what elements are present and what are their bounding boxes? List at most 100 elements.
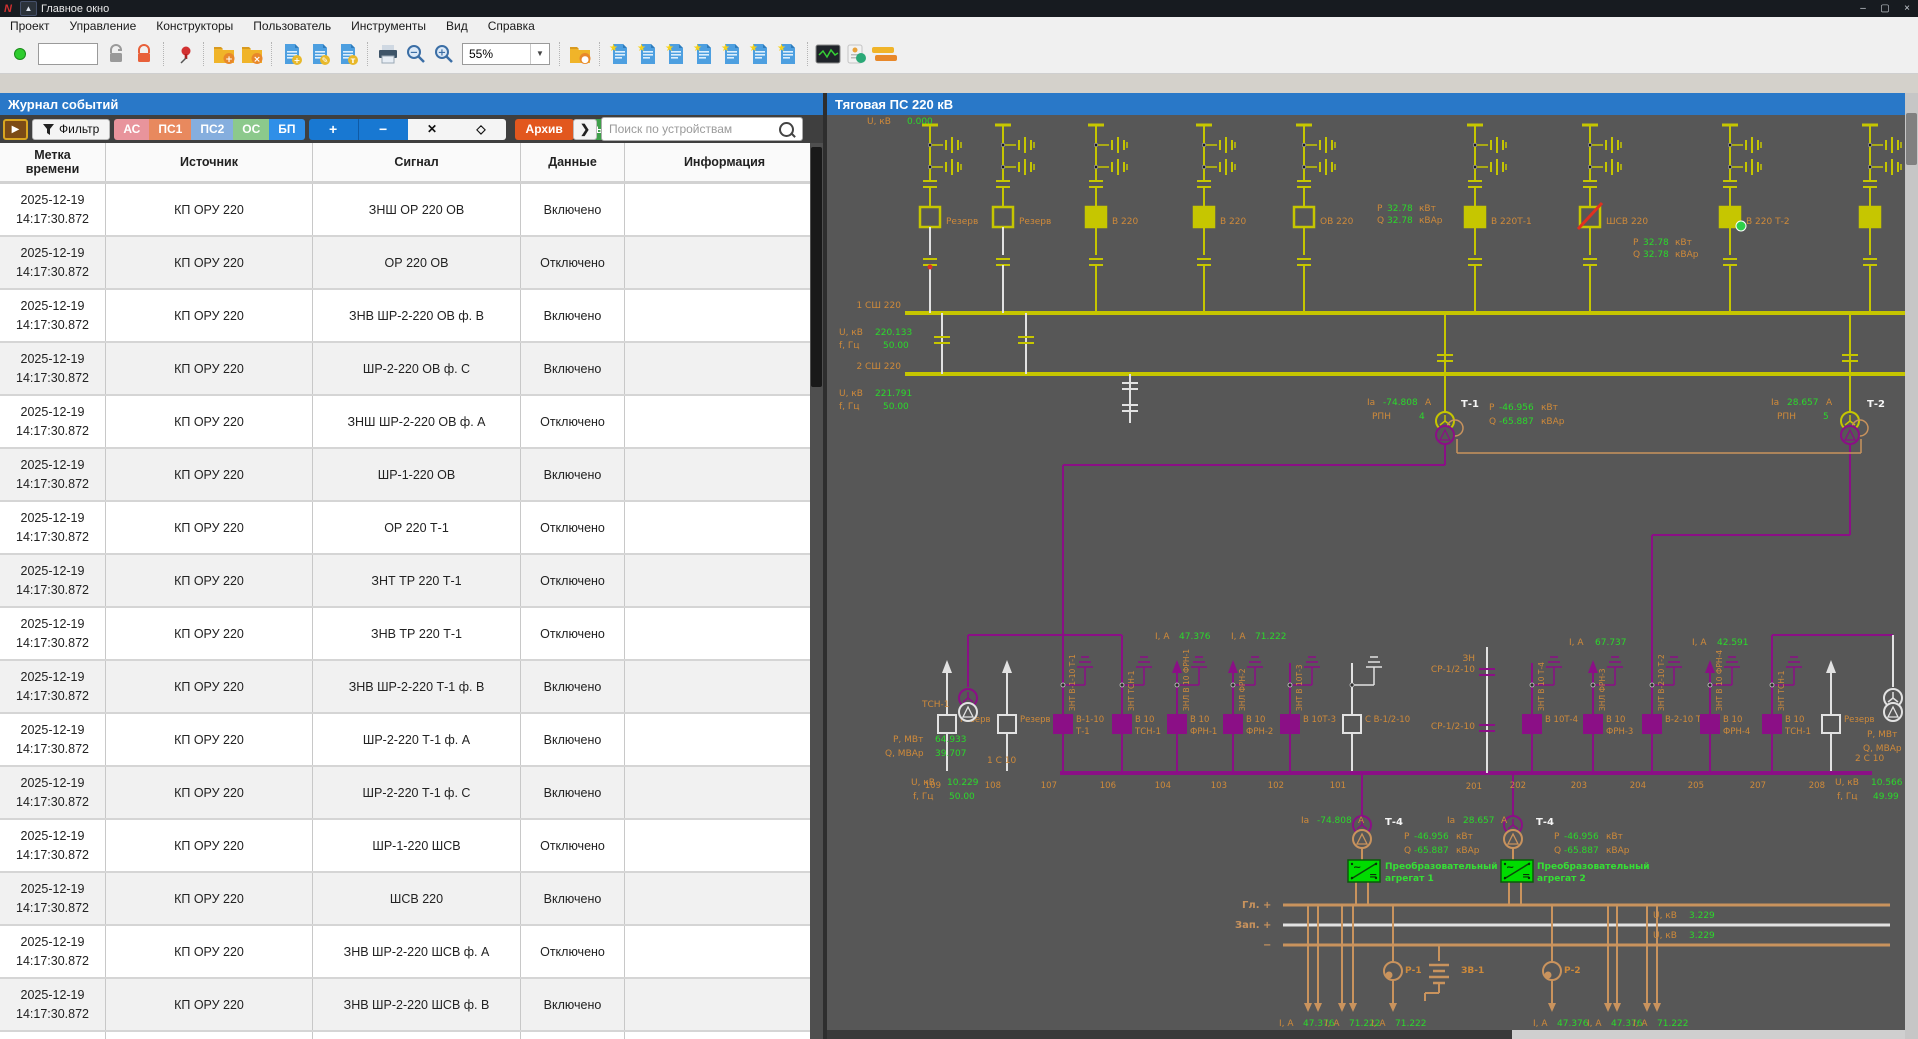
archive-button[interactable]: Архив <box>514 118 574 140</box>
report-table-icon[interactable]: ★ <box>691 41 717 67</box>
schematic-label: кВт <box>1419 204 1436 214</box>
category-filter-БП[interactable]: БП <box>269 118 305 140</box>
bars-icon[interactable] <box>871 41 897 67</box>
data-cell: Отключено <box>520 236 625 290</box>
report-list-icon[interactable]: ★ <box>635 41 661 67</box>
schematic-hscrollbar[interactable] <box>827 1030 1905 1039</box>
svg-text:С В-1/2-10: С В-1/2-10 <box>1365 715 1410 725</box>
column-header-5[interactable]: Информация <box>624 143 810 184</box>
column-header-4[interactable]: Данные <box>520 143 625 184</box>
menu-item-4[interactable]: Пользователь <box>253 18 332 33</box>
address-field[interactable] <box>38 42 98 65</box>
event-log-scrollbar[interactable] <box>810 143 823 1039</box>
chevron-down-icon[interactable]: ▼ <box>530 43 549 64</box>
folder-view-icon[interactable]: ● <box>567 41 593 67</box>
vscrollbar-thumb[interactable] <box>1906 113 1917 165</box>
window-title: Главное окно <box>41 2 110 15</box>
doc-add-icon[interactable]: + <box>279 41 305 67</box>
svg-text:103: 103 <box>1211 781 1227 791</box>
expand-search-button[interactable]: ❯ <box>573 118 597 140</box>
category-filter-ПС2[interactable]: ПС2 <box>191 118 234 140</box>
source-cell: КП ОРУ 220 <box>105 554 313 608</box>
report-box-icon[interactable]: ★ <box>775 41 801 67</box>
play-button[interactable]: ▶ <box>3 118 28 140</box>
menu-item-6[interactable]: Вид <box>446 18 468 33</box>
doc-delete-icon[interactable]: т <box>335 41 361 67</box>
folder-close-icon[interactable]: × <box>239 41 265 67</box>
search-icon[interactable] <box>779 121 794 137</box>
menu-item-2[interactable]: Управление <box>69 18 137 33</box>
window-vscrollbar[interactable] <box>1905 93 1918 1039</box>
column-header-2[interactable]: Источник <box>105 143 313 184</box>
close-button[interactable]: × <box>1904 3 1910 14</box>
bay-label: В 220 <box>1112 217 1138 227</box>
pin-icon[interactable] <box>171 41 197 67</box>
category-filter-ОС[interactable]: ОС <box>233 118 270 140</box>
zoom-out-icon[interactable]: − <box>403 41 429 67</box>
tag-filter-button[interactable]: ◇ <box>456 118 506 140</box>
schematic-label: f, Гц <box>839 341 860 351</box>
hscrollbar-thumb[interactable] <box>1512 1030 1905 1039</box>
clear-filter-button[interactable]: ✕ <box>407 118 457 140</box>
menu-item-7[interactable]: Справка <box>487 18 535 33</box>
menu-item-5[interactable]: Инструменты <box>351 18 426 33</box>
report-grid-icon[interactable]: ★ <box>719 41 745 67</box>
restore-up-icon[interactable]: ▲ <box>20 1 37 16</box>
lock-icon[interactable] <box>131 41 157 67</box>
schematic-label: 50.00 <box>883 402 909 412</box>
scrollbar-thumb[interactable] <box>811 147 822 387</box>
search-input[interactable] <box>602 121 779 137</box>
menu-item-1[interactable]: Проект <box>10 18 50 33</box>
report-list2-icon[interactable]: ★ <box>747 41 773 67</box>
oscillogram-icon[interactable] <box>815 41 841 67</box>
bay-label: Резерв <box>1019 217 1051 227</box>
print-icon[interactable] <box>375 41 401 67</box>
svg-text:ЗНЛ ФРН-2: ЗНЛ ФРН-2 <box>1238 668 1247 711</box>
zoom-select[interactable]: 55%▼ <box>462 42 550 65</box>
menu-item-3[interactable]: Конструкторы <box>156 18 234 33</box>
add-filter-button[interactable]: + <box>308 118 358 140</box>
minimize-button[interactable]: – <box>1860 3 1866 14</box>
category-filter-ПС1[interactable]: ПС1 <box>149 118 192 140</box>
svg-text:ФРН-1: ФРН-1 <box>1190 727 1217 737</box>
doc-edit-icon[interactable]: ✎ <box>307 41 333 67</box>
info-cell <box>624 395 810 449</box>
remove-filter-button[interactable]: − <box>357 118 408 140</box>
info-cell <box>624 819 810 873</box>
column-header-3[interactable]: Сигнал <box>312 143 521 184</box>
category-filter-АС[interactable]: АС <box>114 118 150 140</box>
report-curve-icon[interactable]: ★ <box>607 41 633 67</box>
schematic-label: 4 <box>1419 412 1425 422</box>
schematic-label: Q, МВАр <box>1863 744 1902 754</box>
zoom-in-icon[interactable]: + <box>431 41 457 67</box>
schematic-label: 1 С 10 <box>987 756 1016 766</box>
filter-button[interactable]: Фильтр <box>32 118 111 140</box>
svg-text:★: ★ <box>749 43 758 54</box>
report-clock-icon[interactable]: ★ <box>663 41 689 67</box>
maximize-button[interactable]: ▢ <box>1880 3 1890 14</box>
schematic-label: 50.00 <box>949 792 975 802</box>
folder-add-icon[interactable]: + <box>211 41 237 67</box>
svg-text:т: т <box>351 56 356 65</box>
user-card-icon[interactable] <box>843 41 869 67</box>
unlock-icon[interactable] <box>103 41 129 67</box>
